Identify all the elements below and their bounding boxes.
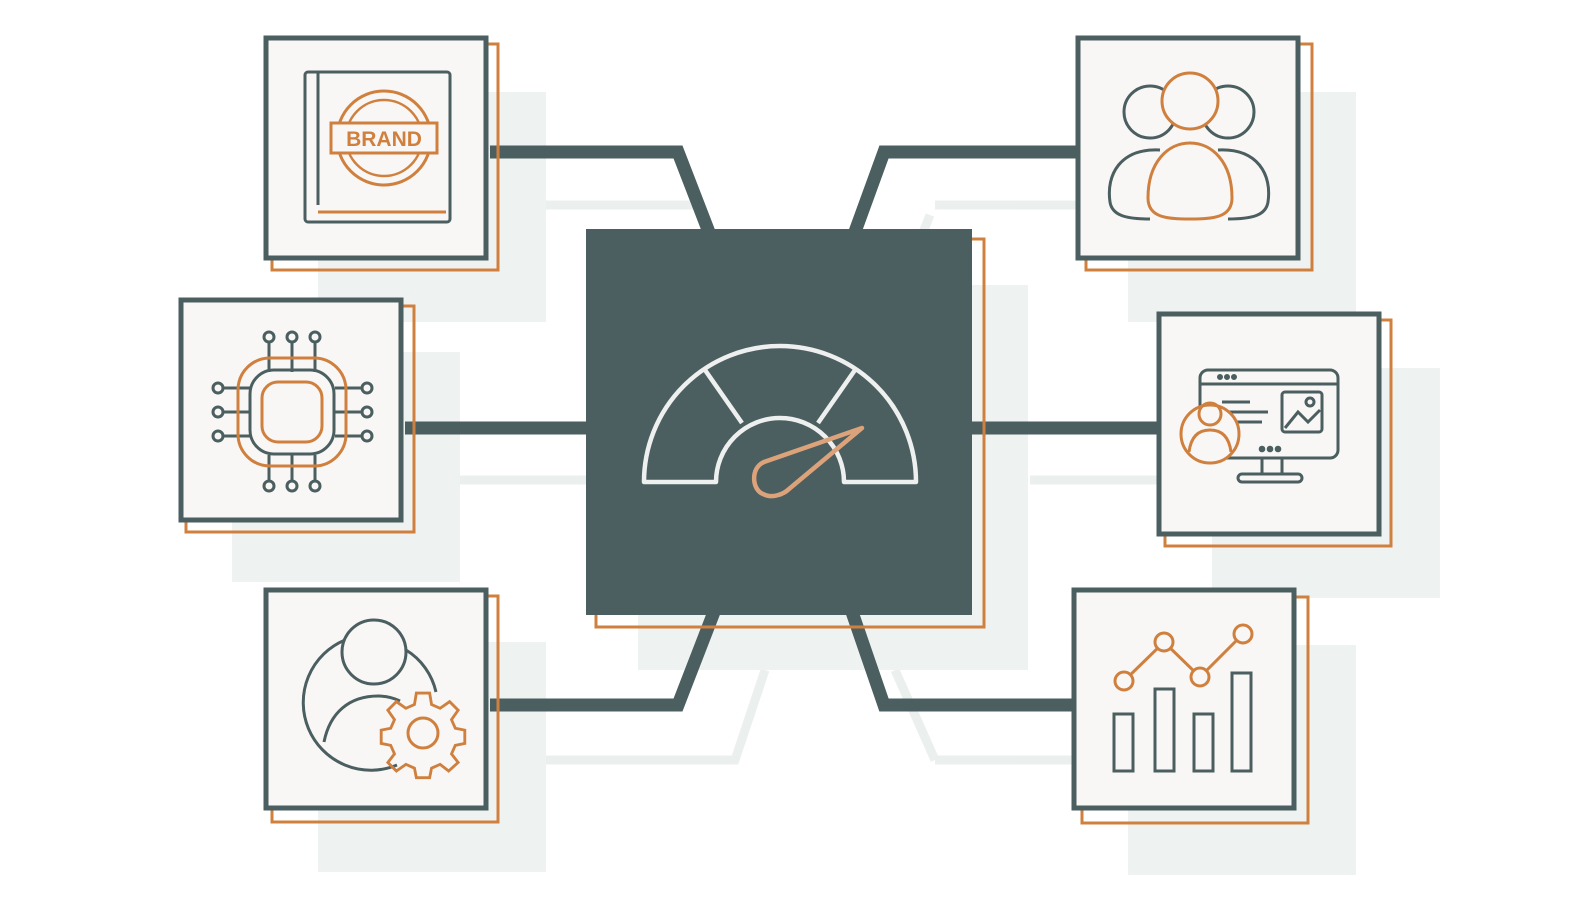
- speedometer-needle: [751, 425, 865, 499]
- connector-lines: [405, 145, 1160, 712]
- node-user-settings: [263, 587, 500, 824]
- node-web-profile: [1156, 311, 1393, 548]
- connector-team: [845, 145, 1078, 243]
- microchip-icon: [211, 330, 374, 493]
- node-team: [1075, 35, 1314, 272]
- node-chip: [178, 297, 416, 534]
- user-gear-icon: [301, 618, 467, 780]
- bar-line-chart-icon: [1112, 623, 1254, 773]
- speedometer-icon: [641, 343, 919, 485]
- center-hub: [586, 229, 986, 629]
- brand-stamp-text: BRAND: [346, 128, 422, 151]
- connector-brand: [490, 145, 719, 243]
- monitor-profile-icon: [1179, 368, 1340, 484]
- node-analytics: [1071, 587, 1310, 825]
- node-brand: BRAND: [263, 35, 500, 272]
- connector-user-settings: [490, 609, 721, 712]
- connector-analytics: [845, 609, 1075, 712]
- brand-book-icon: BRAND: [303, 70, 452, 224]
- user-group-icon: [1107, 71, 1271, 221]
